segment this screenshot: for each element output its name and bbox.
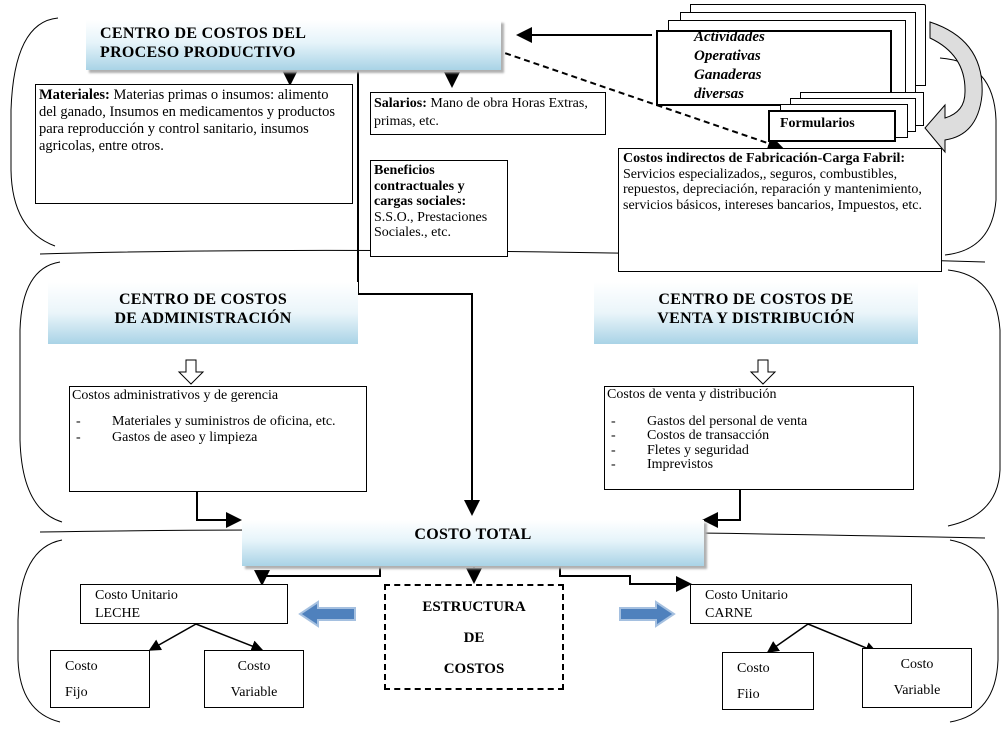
list-item: Materiales y suministros de oficina, etc… — [72, 414, 364, 430]
indirectos-box: Costos indirectos de Fabricación-Carga F… — [618, 148, 942, 272]
bracket-middle-right — [947, 269, 1001, 527]
leche-variable-box: Costo Variable — [204, 650, 304, 708]
actividades-box: Actividades Operativas Ganaderas diversa… — [656, 29, 892, 106]
carne-fijo-line2: Fiio — [737, 687, 760, 702]
arrow-carne-to-fijo — [766, 623, 809, 653]
list-item: Costos de transacción — [607, 428, 911, 444]
leche-var-line2: Variable — [230, 685, 278, 700]
venta-header: CENTRO DE COSTOS DE VENTA Y DISTRIBUCIÓN — [594, 282, 918, 344]
branch-lines — [148, 623, 878, 654]
proceso-productivo-header: CENTRO DE COSTOS DEL PROCESO PRODUCTIVO — [86, 20, 501, 70]
venta-costs-box: Costos de venta y distribución Gastos de… — [604, 386, 914, 490]
curved-arrow — [924, 21, 983, 154]
estructura-line1: ESTRUCTURA — [422, 599, 526, 615]
list-item: Imprevistos — [607, 457, 911, 473]
admin-title-line2: DE ADMINISTRACIÓN — [114, 310, 292, 327]
carne-box: Costo Unitario CARNE — [690, 584, 912, 624]
materiales-text: Materias primas o insumos: alimento del … — [39, 87, 335, 154]
arrow-carne-to-variable — [807, 623, 878, 654]
materiales-box: Materiales: Materias primas o insumos: a… — [35, 84, 353, 204]
carne-line2: CARNE — [705, 606, 753, 621]
salarios-label: Salarios: — [374, 96, 427, 111]
salarios-text: Mano de obra Horas Extras, primas, etc. — [374, 96, 588, 129]
salarios-box: Salarios: Mano de obra Horas Extras, pri… — [370, 92, 606, 135]
bracket-bottom-right — [949, 539, 999, 723]
venta-title-line1: CENTRO DE COSTOS DE — [658, 291, 854, 308]
blue-arrows — [298, 600, 676, 628]
leche-fijo-line1: Costo — [65, 659, 98, 674]
carne-fijo-box: Costo Fiio — [722, 652, 814, 710]
admin-title-line1: CENTRO DE COSTOS — [118, 291, 288, 308]
indirectos-text: Servicios especializados,, seguros, comb… — [623, 166, 922, 213]
admin-costs-list: Materiales y suministros de oficina, etc… — [72, 414, 364, 446]
proceso-title-line1: CENTRO DE COSTOS DEL — [100, 25, 307, 42]
costo-total-label: COSTO TOTAL — [414, 526, 532, 543]
admin-costs-box: Costos administrativos y de gerencia Mat… — [69, 386, 367, 492]
hollow-arrow-venta — [749, 359, 777, 385]
beneficios-label: Beneficios contractuales y cargas social… — [374, 163, 467, 209]
connectors — [196, 27, 741, 592]
indirectos-label: Costos indirectos de Fabricación-Carga F… — [623, 151, 906, 166]
leche-line2: LECHE — [95, 606, 141, 621]
venta-intro: Costos de venta y distribución — [607, 387, 777, 402]
actividades-line4: diversas — [694, 86, 744, 102]
arrow-admin-to-costo-total — [196, 492, 242, 528]
actividades-line3: Ganaderas — [694, 67, 762, 83]
leche-fijo-line2: Fijo — [65, 685, 88, 700]
venta-costs-list: Gastos del personal de venta Costos de t… — [607, 414, 911, 473]
hollow-down-arrows — [177, 359, 777, 385]
administracion-header: CENTRO DE COSTOS DE ADMINISTRACIÓN — [48, 282, 358, 344]
actividades-line2: Operativas — [694, 48, 761, 64]
carne-var-line2: Variable — [893, 683, 941, 698]
actividades-line1: Actividades — [694, 29, 765, 45]
bracket-top — [10, 17, 59, 247]
estructura-line3: COSTOS — [443, 661, 505, 677]
leche-var-line1: Costo — [237, 659, 271, 674]
leche-fijo-box: Costo Fijo — [50, 650, 150, 708]
estructura-line2: DE — [463, 630, 485, 646]
leche-box: Costo Unitario LECHE — [80, 584, 288, 624]
carne-fijo-line1: Costo — [737, 661, 770, 676]
list-item: Fletes y seguridad — [607, 443, 911, 459]
blue-arrow-left — [298, 600, 356, 628]
arrow-leche-to-variable — [195, 623, 264, 652]
beneficios-box: Beneficios contractuales y cargas social… — [370, 160, 508, 257]
bracket-middle-left — [19, 261, 63, 523]
admin-intro: Costos administrativos y de gerencia — [72, 388, 279, 403]
carne-variable-box: Costo Variable — [862, 648, 972, 708]
arrow-total-to-carne — [559, 566, 692, 592]
venta-title-line2: VENTA Y DISTRIBUCIÓN — [657, 310, 855, 327]
formularios-box: Formularios — [768, 110, 896, 142]
carne-line1: Costo Unitario — [705, 588, 788, 603]
blue-arrow-right — [619, 600, 676, 628]
arrow-proceso-to-salarios — [416, 67, 460, 88]
arrow-venta-to-costo-total — [702, 490, 741, 528]
arrow-proceso-to-costo-total — [357, 70, 480, 516]
carne-var-line1: Costo — [900, 657, 934, 672]
costo-total-box: COSTO TOTAL — [242, 520, 704, 566]
proceso-title-line2: PROCESO PRODUCTIVO — [100, 44, 296, 61]
beneficios-text: S.S.O., Prestaciones Sociales., etc. — [374, 209, 488, 241]
bracket-bottom-left — [17, 539, 63, 723]
list-item: Gastos de aseo y limpieza — [72, 430, 364, 446]
estructura-box: ESTRUCTURA DE COSTOS — [384, 584, 564, 690]
arrow-leche-to-fijo — [148, 623, 197, 651]
list-item: Gastos del personal de venta — [607, 414, 911, 430]
formularios-label: Formularios — [780, 116, 855, 131]
arrow-total-to-leche — [254, 566, 381, 586]
materiales-label: Materiales: — [39, 87, 110, 103]
hollow-arrow-admin — [177, 359, 205, 385]
leche-line1: Costo Unitario — [95, 588, 178, 603]
